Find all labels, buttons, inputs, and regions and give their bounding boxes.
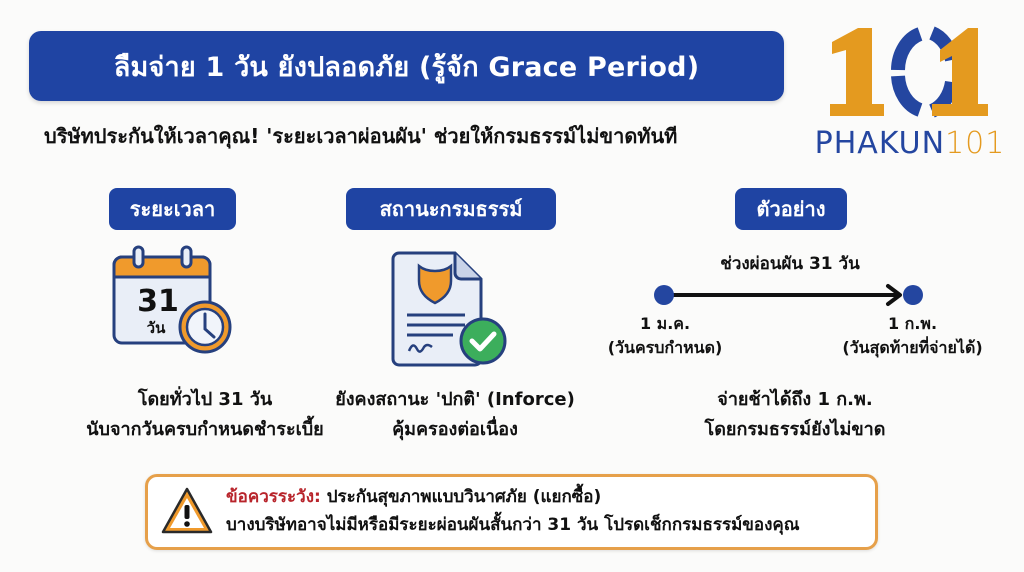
warning-triangle-icon — [161, 487, 213, 534]
timeline-start: 1 ม.ค. (วันครบกำหนด) — [585, 312, 745, 360]
svg-text:31: 31 — [137, 284, 179, 319]
policy-status-description: ยังคงสถานะ 'ปกติ' (Inforce) คุ้มครองต่อเ… — [335, 389, 575, 440]
end-date: 1 ก.พ. — [887, 314, 938, 333]
warning-label: ข้อควรระวัง: — [226, 487, 321, 507]
page-title: ลืมจ่าย 1 วัน ยังปลอดภัย (รู้จัก Grace P… — [113, 51, 700, 83]
calendar-clock-icon: 31 วัน — [110, 245, 240, 360]
svg-text:วัน: วัน — [147, 319, 166, 337]
example-description: จ่ายช้าได้ถึง 1 ก.พ. โดยกรมธรรม์ยังไม่ขา… — [704, 389, 886, 440]
warning-text: ข้อควรระวัง: ประกันสุขภาพแบบวินาศภัย (แย… — [226, 487, 800, 535]
start-note: (วันครบกำหนด) — [607, 338, 723, 357]
end-note: (วันสุดท้ายที่จ่ายได้) — [842, 338, 983, 357]
policy-document-check-icon — [385, 243, 515, 368]
duration-description: โดยทั่วไป 31 วัน นับจากวันครบกำหนดชำระเบ… — [86, 389, 324, 440]
page-subtitle: บริษัทประกันให้เวลาคุณ! 'ระยะเวลาผ่อนผัน… — [44, 124, 678, 148]
brand-logo: PHAKUN101 — [800, 10, 1020, 161]
timeline-end: 1 ก.พ. (วันสุดท้ายที่จ่ายได้) — [820, 312, 1005, 360]
grace-period-timeline: ช่วงผ่อนผัน 31 วัน 1 ม.ค. (วันครบกำหนด) … — [595, 250, 1015, 370]
heading-policy-status: สถานะกรมธรรม์ — [346, 188, 556, 230]
logo-101-icon — [830, 26, 988, 118]
title-banner: ลืมจ่าย 1 วัน ยังปลอดภัย (รู้จัก Grace P… — [29, 31, 784, 101]
heading-example: ตัวอย่าง — [735, 188, 847, 230]
timeline-arrow-icon — [654, 284, 923, 306]
timeline-label: ช่วงผ่อนผัน 31 วัน — [720, 254, 860, 274]
start-date: 1 ม.ค. — [639, 314, 691, 333]
heading-duration: ระยะเวลา — [109, 188, 236, 230]
logo-wordmark: PHAKUN101 — [814, 126, 1006, 161]
warning-box: ข้อควรระวัง: ประกันสุขภาพแบบวินาศภัย (แย… — [145, 474, 878, 550]
